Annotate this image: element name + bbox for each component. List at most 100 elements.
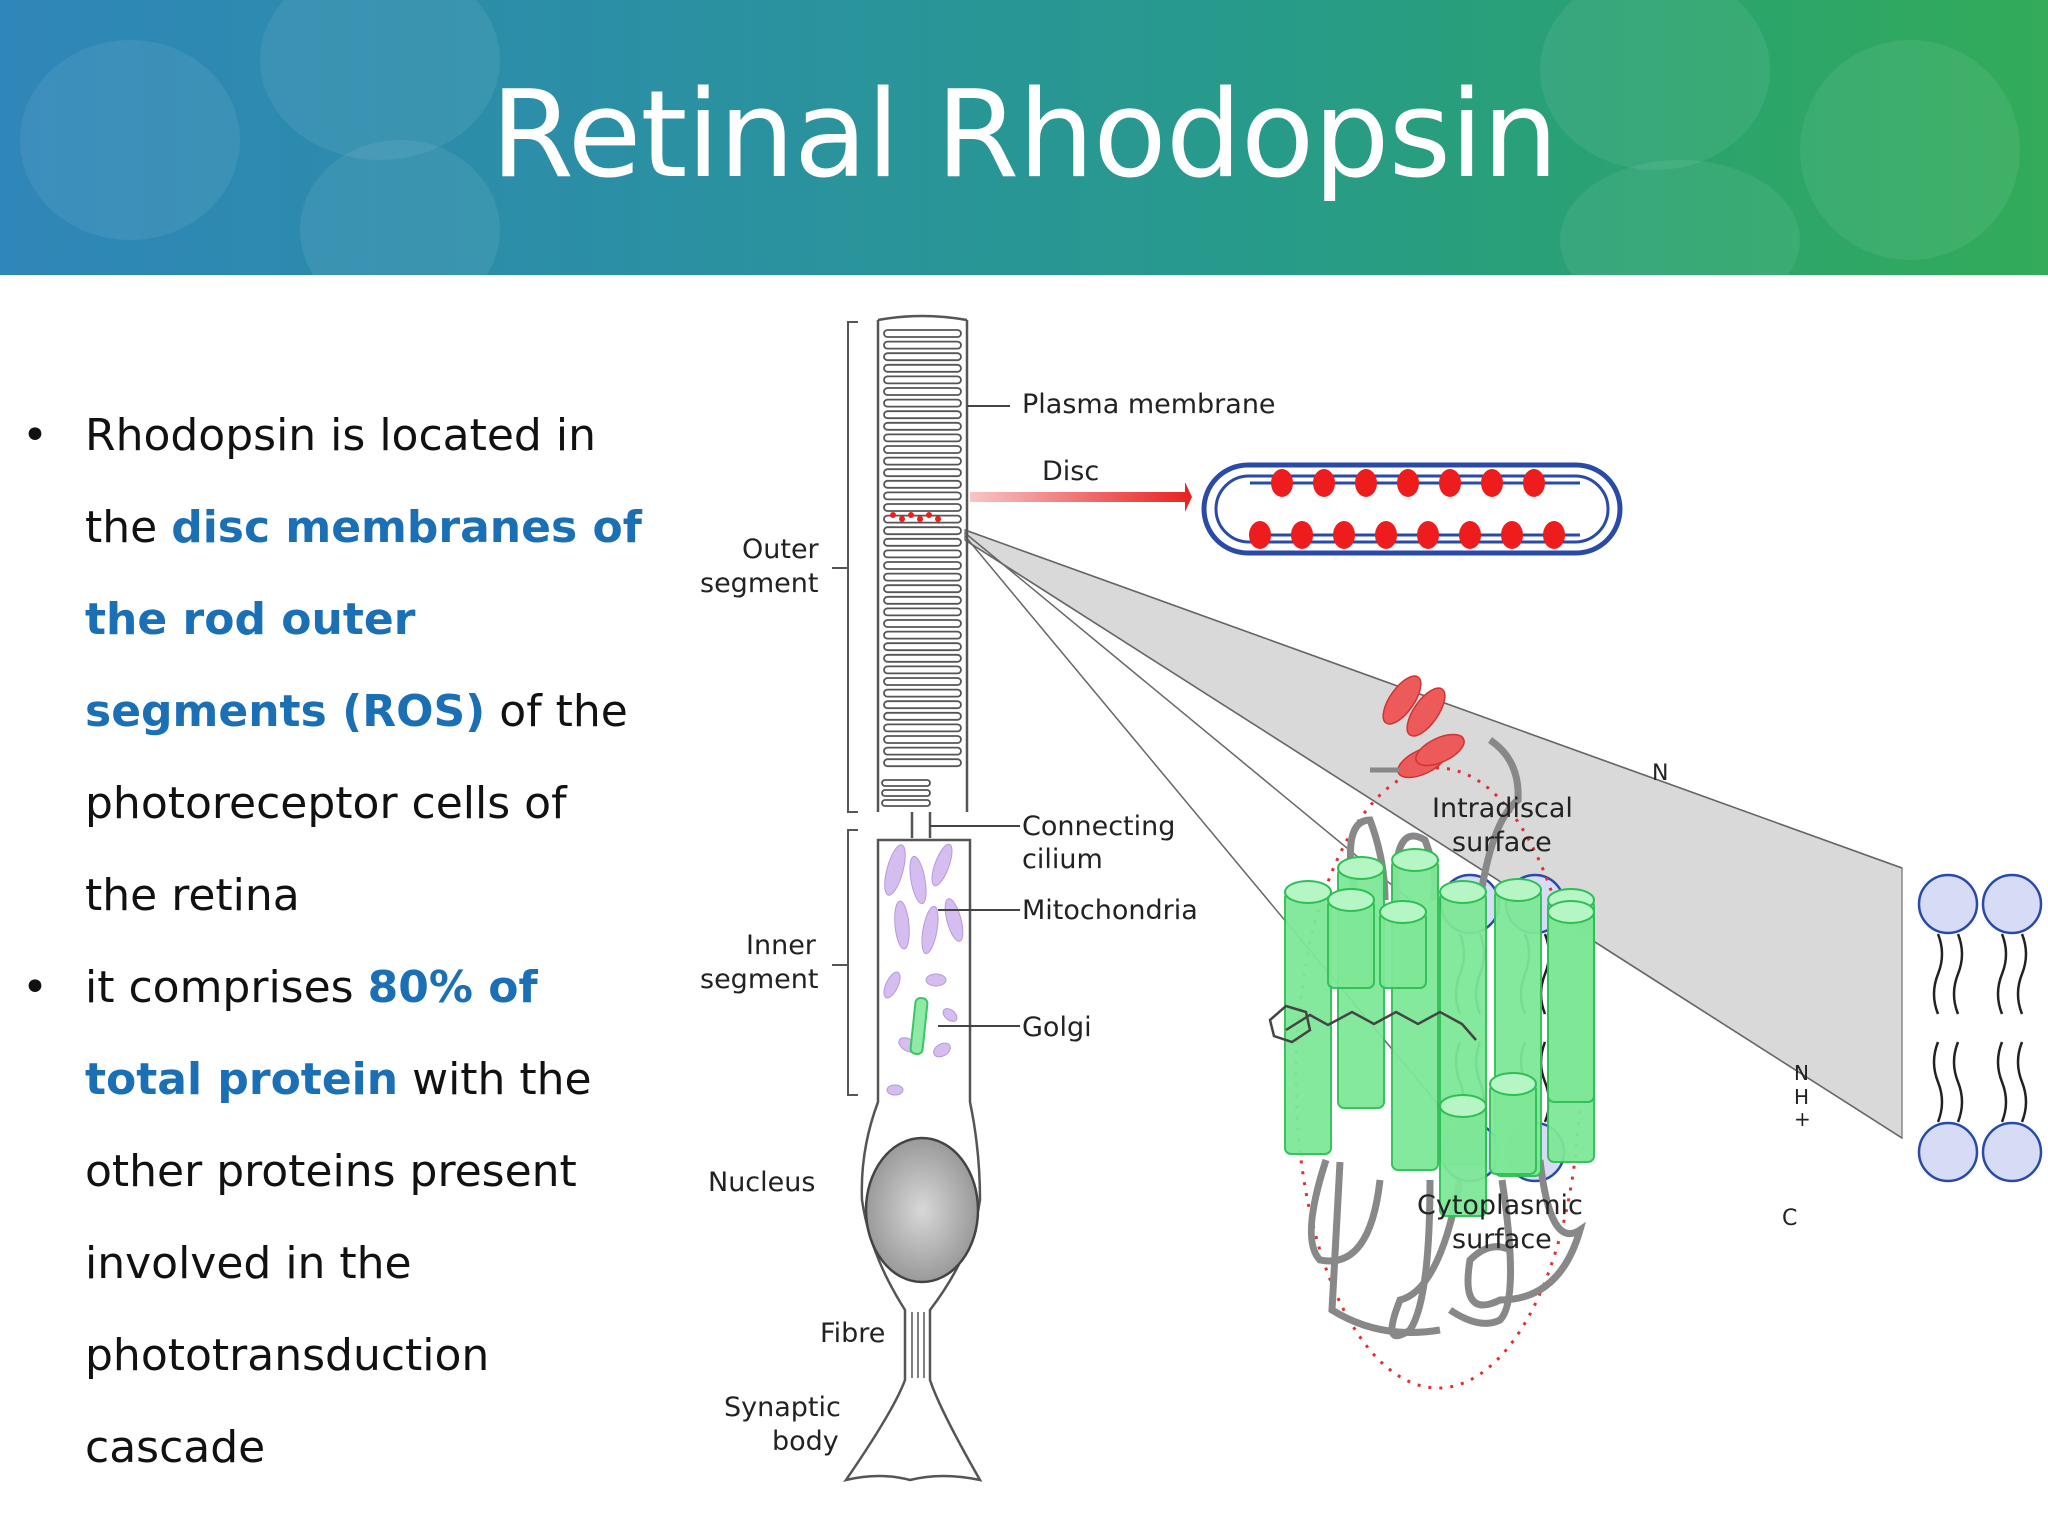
- disc: [883, 746, 962, 756]
- disc-protein-dot: [1313, 469, 1335, 497]
- helix-body: [1327, 899, 1375, 989]
- background-bowl: [1540, 0, 1770, 170]
- bullet-text: with the other proteins present involved…: [85, 1054, 592, 1473]
- mitochondria-cluster: [883, 843, 964, 1096]
- disc: [883, 735, 962, 744]
- disc-protein-dot: [1249, 521, 1271, 549]
- background-bowl: [300, 140, 500, 275]
- zoom-line: [964, 532, 1411, 901]
- disc: [883, 421, 962, 431]
- disc-protein-dots: [1249, 469, 1565, 549]
- label-inner-segment: Inner: [746, 930, 817, 961]
- disc: [883, 700, 962, 710]
- disc: [883, 398, 962, 408]
- disc: [883, 363, 962, 373]
- disc-protein-dot: [1291, 521, 1313, 549]
- disc: [883, 711, 962, 721]
- disc: [883, 758, 962, 768]
- label-intradiscal-surface: Intradiscal: [1432, 793, 1573, 824]
- helix-top: [1284, 880, 1332, 904]
- disc: [883, 665, 962, 675]
- label-synaptic-body: Synaptic: [724, 1392, 841, 1423]
- disc: [883, 642, 962, 652]
- disc: [883, 479, 962, 489]
- bullet-text: of the photoreceptor cells of the retina: [85, 686, 628, 921]
- bullet-text: it comprises: [85, 962, 368, 1013]
- bullet-highlight: disc membranes of the rod outer segments…: [85, 502, 642, 737]
- disc: [883, 595, 962, 605]
- retinal-chromophore: [1285, 1010, 1477, 1041]
- header-banner: Retinal Rhodopsin: [0, 0, 2048, 275]
- disc: [883, 352, 962, 362]
- helix-top: [1391, 848, 1439, 872]
- lipid-head: [1981, 873, 2043, 935]
- disc-protein-dot: [1523, 469, 1545, 497]
- bullet-item: • it comprises 80% of total protein with…: [22, 942, 642, 1494]
- lipid-tail: [1932, 1041, 1944, 1123]
- disc: [883, 688, 962, 698]
- bullet-list: • Rhodopsin is located in the disc membr…: [22, 390, 642, 1494]
- lipid-tail: [1996, 1041, 2008, 1123]
- background-bowl: [1800, 40, 2020, 260]
- helix-top: [1439, 1094, 1487, 1118]
- label-connecting-cilium: Connecting: [1022, 811, 1175, 842]
- helix-top: [1337, 856, 1385, 880]
- rod-cell: [843, 314, 983, 1482]
- label-nh-plus: +: [1794, 1107, 1811, 1131]
- background-bowl: [20, 40, 240, 240]
- lipid-tail: [2016, 1041, 2028, 1123]
- lipid-tail: [1996, 933, 2008, 1015]
- bullet-highlight: 80% of total protein: [85, 962, 538, 1105]
- disc-protein-dot: [1501, 521, 1523, 549]
- disc: [883, 561, 962, 570]
- sugar-groups: [1382, 675, 1465, 779]
- label-nucleus: Nucleus: [708, 1167, 815, 1198]
- callout-lines: [930, 405, 1020, 1027]
- disc: [883, 653, 962, 663]
- disc-protein-dot: [1333, 521, 1355, 549]
- bullet-text: Rhodopsin is located in the: [85, 410, 596, 553]
- lipid-tail: [2016, 933, 2028, 1015]
- zoom-line: [964, 539, 1903, 1139]
- disc-protein-dot: [1543, 521, 1565, 549]
- helix-top: [1327, 888, 1375, 912]
- segment-brackets: [832, 321, 858, 1096]
- golgi-body: [909, 997, 929, 1055]
- helix-body: [1489, 1083, 1537, 1175]
- label-plasma-membrane: Plasma membrane: [1022, 389, 1276, 420]
- retinal-ring: [1268, 1004, 1312, 1044]
- label-cytoplasmic-surface: surface: [1452, 1224, 1552, 1255]
- disc: [883, 619, 962, 628]
- background-bowl: [260, 0, 500, 160]
- slide-title: Retinal Rhodopsin: [490, 66, 1559, 205]
- label-inner-segment: segment: [700, 964, 818, 995]
- transmembrane-helices: [1284, 848, 1595, 1217]
- helix-top: [1547, 900, 1595, 924]
- helix-top: [1489, 1072, 1537, 1096]
- disc: [883, 607, 962, 617]
- label-disc: Disc: [1042, 456, 1099, 487]
- disc-protein-dot: [1481, 469, 1503, 497]
- helix-top: [1379, 900, 1427, 924]
- lipid-tail: [1932, 933, 1944, 1015]
- lipid-head: [1981, 1121, 2043, 1183]
- disc: [881, 779, 931, 787]
- disc: [883, 572, 962, 582]
- disc: [881, 789, 931, 797]
- lipid-tail: [1952, 1041, 1964, 1123]
- disc-stack: [881, 329, 962, 807]
- disc-protein-dot: [1397, 469, 1419, 497]
- disc: [883, 526, 962, 536]
- label-c-terminus: C: [1782, 1206, 1797, 1231]
- lipid-tail: [1952, 933, 1964, 1015]
- rod-cell-diagram: Plasma membrane Disc Outer segment Conne…: [700, 314, 2043, 1482]
- label-nh-n: N: [1794, 1061, 1809, 1085]
- disc: [883, 410, 962, 420]
- disc: [883, 387, 962, 396]
- disc: [881, 799, 931, 807]
- lipid-head: [1917, 873, 1979, 935]
- disc: [883, 340, 962, 350]
- disc: [883, 329, 962, 338]
- label-intradiscal-surface: surface: [1452, 827, 1552, 858]
- disc: [883, 630, 962, 640]
